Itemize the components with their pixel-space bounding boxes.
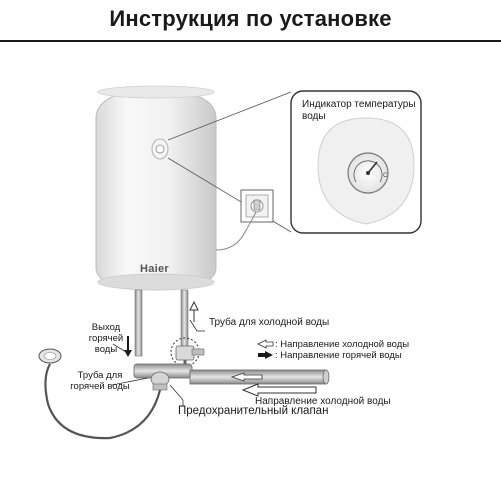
cold-pipe-label: Труба для холодной воды	[209, 317, 330, 328]
mixer-valve-icon	[133, 363, 193, 391]
temperature-indicator-callout: C	[290, 90, 422, 234]
hot-water-outlet-pipe	[134, 289, 143, 357]
hot-outlet-label-line3: воды	[94, 344, 118, 355]
temperature-dial-icon: C	[347, 152, 389, 194]
hot-outlet-label-line1: Выход	[91, 322, 121, 333]
water-heater-tank	[95, 85, 217, 291]
shower-head-icon	[38, 348, 62, 364]
legend-cold-arrow-icon	[257, 339, 274, 349]
cold-direction-label: Направление холодной воды	[255, 396, 391, 407]
safety-valve-icon	[170, 337, 205, 372]
hot-outlet-label-line2: горячей	[88, 333, 124, 344]
svg-text:C: C	[383, 173, 388, 179]
page-title: Инструкция по установке	[109, 6, 392, 31]
cold-water-inlet-pipe	[180, 289, 189, 353]
legend-cold-label: : Направление холодной воды	[275, 339, 410, 350]
cold-direction-big-arrow-icon	[241, 383, 317, 397]
cold-pipe-direction-arrow-icon	[230, 372, 263, 382]
label-leader-lines	[111, 319, 205, 406]
power-socket-icon	[240, 189, 274, 223]
safety-valve-label: Предохранительный клапан	[178, 405, 329, 417]
legend-hot-label: : Направление горячей воды	[275, 350, 402, 361]
brand-logo: Haier	[140, 263, 170, 275]
shower-hose	[44, 363, 162, 440]
cold-inlet-arrow-icon	[189, 300, 199, 322]
legend-hot-arrow-icon	[258, 351, 273, 359]
callout-title-line1: Индикатор температуры	[302, 99, 416, 110]
callout-title-line2: воды	[302, 111, 326, 122]
tank-temperature-indicator-icon	[151, 138, 169, 160]
hot-pipe-label-line2: горячей воды	[70, 381, 130, 392]
hot-pipe-label-line1: Труба для	[77, 370, 123, 381]
power-cord	[215, 211, 257, 251]
title-underline	[0, 40, 501, 42]
